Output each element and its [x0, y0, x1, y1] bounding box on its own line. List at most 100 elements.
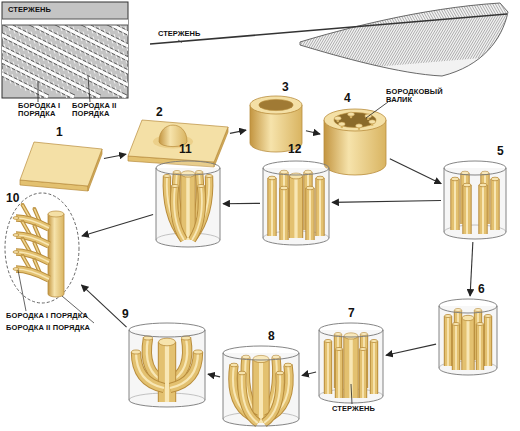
- illustration-part: [101, 67, 105, 79]
- illustration-part: [33, 207, 35, 208]
- illustration-part: [362, 0, 384, 24]
- illustration-part: [447, 316, 449, 366]
- illustration-part: [340, 26, 366, 70]
- illustration-part: [20, 39, 24, 51]
- illustration-part: [366, 24, 392, 68]
- illustration-part: [253, 359, 268, 423]
- illustration-part: [482, 0, 504, 14]
- illustration-part: [319, 396, 383, 403]
- illustration-part: [335, 26, 361, 70]
- illustration-part: [306, 186, 314, 190]
- illustration-part: [319, 330, 320, 396]
- callout-number: 12: [288, 143, 312, 156]
- illustration-part: [267, 178, 276, 236]
- illustration-part: [38, 74, 42, 86]
- illustration-part: [279, 0, 301, 31]
- illustration-part: [444, 168, 445, 232]
- illustration-part: [375, 0, 397, 23]
- illustration-part: [292, 0, 314, 30]
- illustration-part: [106, 22, 128, 97]
- part-label: СТЕРЖЕНЬ: [158, 30, 218, 38]
- illustration-part: [47, 27, 51, 39]
- illustration-part: [382, 22, 408, 66]
- illustration-part: [48, 211, 64, 217]
- illustration-part: [46, 39, 50, 51]
- illustration-part: [124, 39, 128, 51]
- illustration-part: [54, 69, 58, 81]
- illustration-part: [387, 22, 413, 66]
- illustration-part: [364, 24, 390, 68]
- illustration-part: [158, 342, 176, 402]
- illustration-part: [456, 0, 478, 16]
- illustration-part: [69, 77, 73, 89]
- illustration-part: [13, 217, 19, 220]
- illustration-part: [442, 17, 468, 61]
- illustration-part: [444, 316, 452, 366]
- illustration-part: [81, 57, 85, 69]
- illustration-part: [409, 0, 431, 20]
- illustration-part: [379, 23, 405, 67]
- illustration-part: [299, 353, 300, 419]
- part-label: СТЕРЖЕНЬ: [332, 405, 402, 413]
- illustration-part: [33, 241, 35, 242]
- flow-arrow: [81, 285, 126, 327]
- illustration-part: [2, 69, 6, 81]
- callout-number: 5: [497, 145, 517, 158]
- illustration-part: [371, 339, 378, 342]
- illustration-part: [25, 42, 29, 54]
- illustration-part: [451, 177, 459, 181]
- illustration-part: [313, 0, 335, 28]
- illustration-part: [447, 17, 473, 61]
- illustration-part: [170, 352, 198, 388]
- illustration-part: [104, 29, 108, 41]
- part-label: БОРОДКА II ПОРЯДКА: [6, 324, 116, 332]
- illustration-part: [88, 34, 92, 46]
- illustration-part: [108, 44, 112, 56]
- development-stage: 8: [222, 345, 300, 427]
- illustration-part: [299, 29, 325, 73]
- illustration-part: [479, 183, 487, 187]
- illustration-part: [309, 188, 311, 240]
- illustration-part: [16, 269, 49, 279]
- illustration-part: [316, 178, 323, 236]
- illustration-part: [3, 57, 7, 69]
- callout-number: 11: [179, 143, 203, 156]
- illustration-part: [26, 29, 30, 41]
- illustration-part: [332, 26, 358, 70]
- illustration-part: [250, 96, 302, 114]
- flow-arrow: [390, 159, 441, 184]
- illustration-part: [462, 16, 488, 60]
- illustration-part: [278, 31, 304, 75]
- illustration-part: [16, 252, 49, 262]
- illustration-part: [344, 0, 366, 26]
- illustration-part: [444, 168, 506, 239]
- illustration-part: [359, 349, 367, 398]
- callout-number: 8: [268, 330, 288, 343]
- illustration-part: [57, 32, 61, 44]
- illustration-part: [242, 373, 258, 423]
- illustration-part: [106, 69, 110, 81]
- illustration-part: [293, 30, 319, 74]
- vane-hatching: [270, 0, 512, 76]
- illustration-part: [297, 0, 319, 30]
- illustration-part: [324, 341, 332, 394]
- development-stage: 6: [438, 298, 498, 376]
- part-label: СТЕРЖЕНЬ: [8, 6, 78, 14]
- illustration-part: [21, 254, 23, 255]
- illustration-part: [484, 316, 492, 366]
- development-stage: 9: [128, 322, 206, 408]
- illustration-part: [300, 0, 322, 30]
- illustration-part: [116, 74, 120, 86]
- illustration-part: [66, 49, 70, 61]
- illustration-part: [348, 25, 374, 69]
- illustration-part: [462, 315, 474, 320]
- illustration-part: [439, 368, 497, 375]
- illustration-part: [460, 16, 486, 60]
- flow-arrow: [306, 131, 320, 134]
- illustration-part: [427, 0, 449, 19]
- illustration-part: [463, 185, 470, 234]
- illustration-part: [42, 24, 46, 36]
- illustration-part: [352, 0, 374, 25]
- illustration-part: [319, 323, 383, 337]
- illustration-part: [16, 235, 49, 245]
